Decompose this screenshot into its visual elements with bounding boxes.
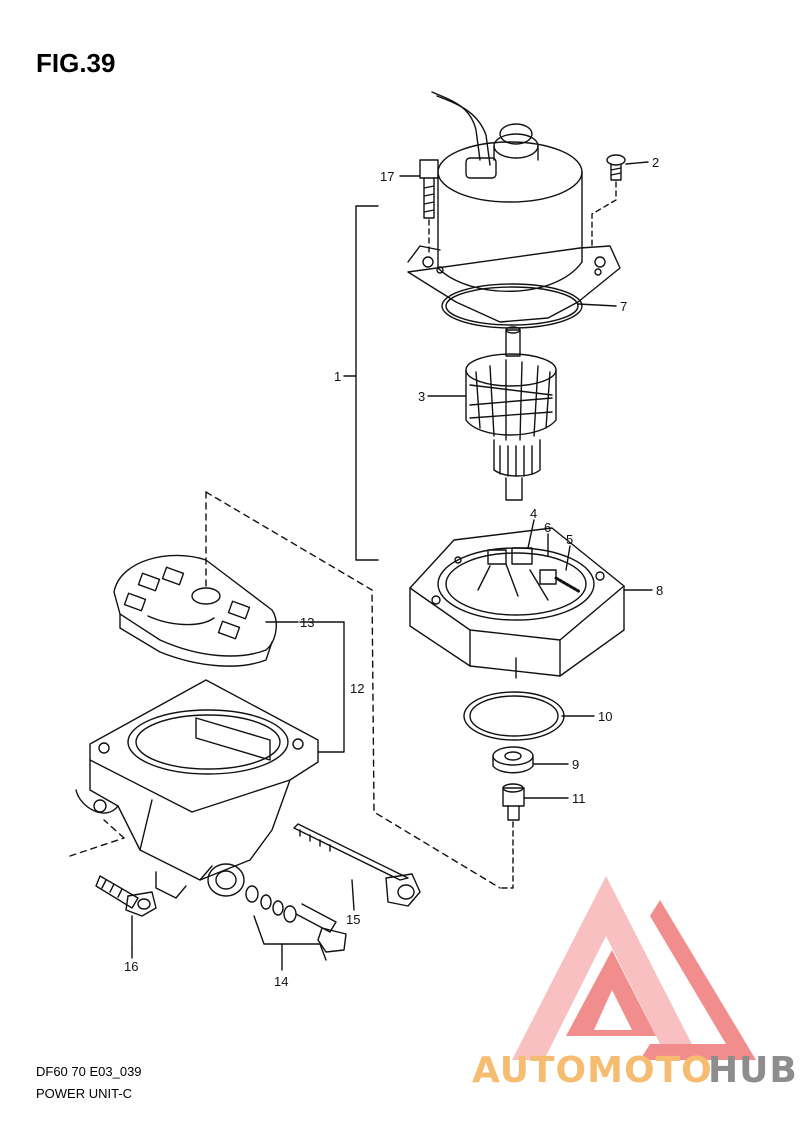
part-17-bolt [419,159,439,256]
callout-3: 3 [418,389,425,404]
part-3-armature [465,326,557,501]
part-12-pump-body [75,679,319,899]
logo-text-automoto: AUTOMOTO [472,1050,713,1091]
bracket-1 [355,205,379,561]
part-10-o-ring [463,691,565,741]
automotohub-logo-watermark: AUTOMOTO HUB [472,876,798,1091]
callout-8: 8 [656,583,663,598]
logo-text-hub: HUB [708,1050,798,1091]
bracket-14 [253,915,327,961]
callout-10: 10 [598,709,612,724]
part-16-bolt [95,875,157,949]
callout-15: 15 [346,912,360,927]
callout-5: 5 [566,532,573,547]
part-2-screw [591,154,626,247]
callout-4: 4 [530,506,537,521]
callout-12: 12 [350,681,364,696]
part-14-valve [245,885,347,953]
figure-code: DF60 70 E03_039 [36,1064,142,1079]
callout-9: 9 [572,757,579,772]
callout-7: 7 [620,299,627,314]
part-13-gasket [113,554,277,667]
callout-13: 13 [300,615,314,630]
callout-17: 17 [380,169,394,184]
part-9-bushing [492,746,534,774]
callout-16: 16 [124,959,138,974]
part-7-o-ring [441,283,583,329]
bracket-12 [299,621,345,753]
callout-14: 14 [274,974,288,989]
figure-subtitle: POWER UNIT-C [36,1086,133,1101]
callout-1: 1 [334,369,341,384]
callout-2: 2 [652,155,659,170]
part-8-brush-base [409,527,625,679]
part-11-coupling [499,783,525,889]
part-15-bolt [293,823,421,907]
callout-6: 6 [544,520,551,535]
callout-11: 11 [572,791,586,806]
figure-title: FIG.39 [36,48,116,78]
